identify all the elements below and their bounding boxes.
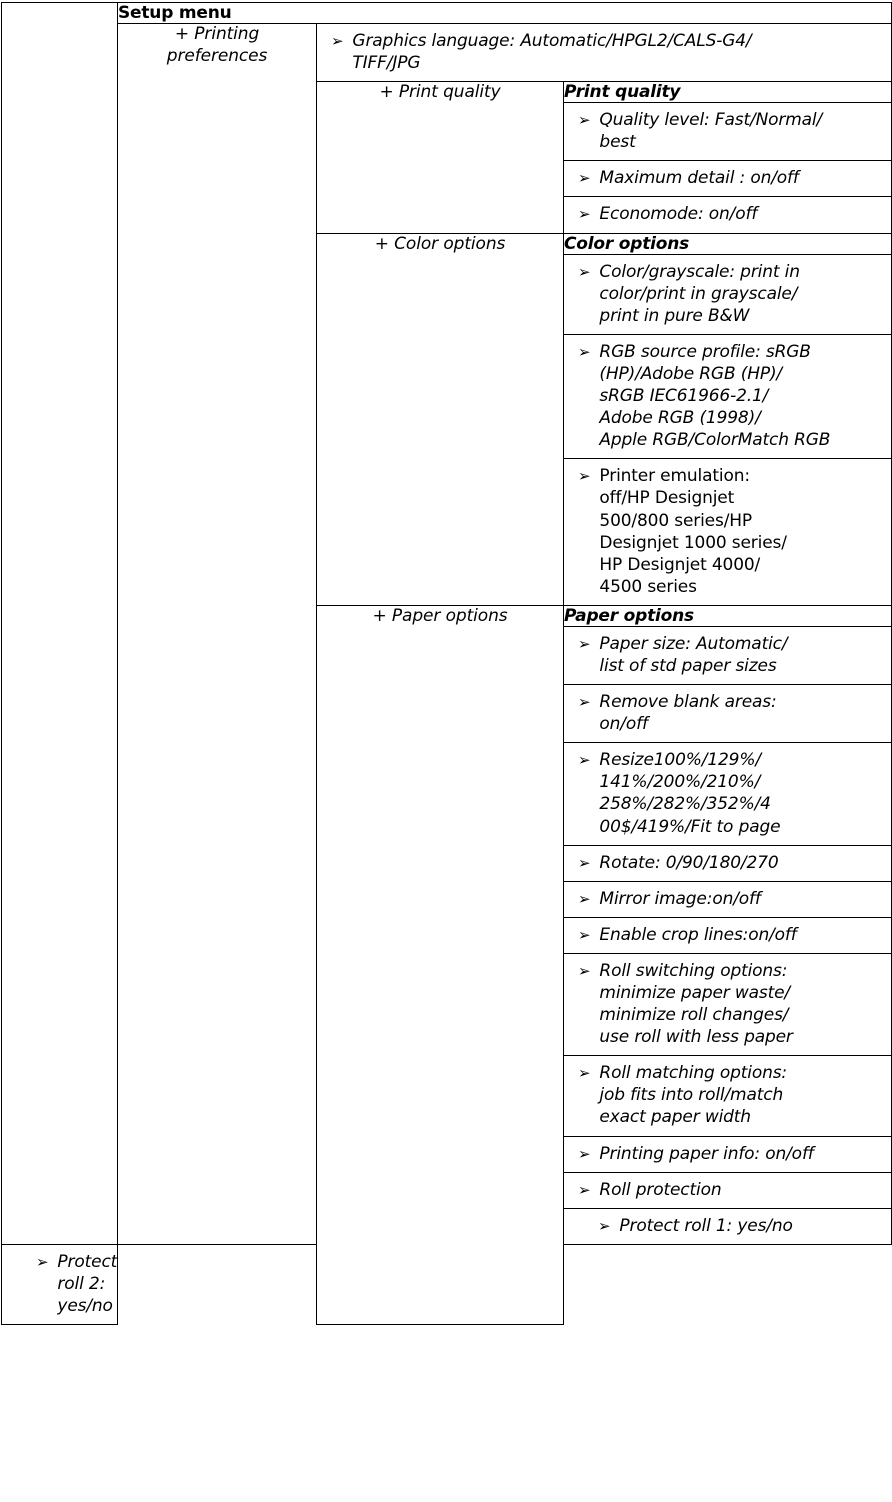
arrowhead-bullet-icon: ➢ (331, 32, 344, 50)
table-row: ➢ Quality level: Fast/Normal/ best (2, 102, 892, 162)
branch-printing-preferences[interactable]: + Printing preferences (117, 23, 317, 1245)
list-item[interactable]: ➢ RGB source profile: sRGB (HP)/Adobe RG… (562, 333, 892, 460)
list-item[interactable]: ➢ Maximum detail : on/off (562, 160, 892, 198)
table-row: ➢ Printing paper info: on/off (2, 1135, 892, 1173)
arrowhead-bullet-icon: ➢ (578, 693, 591, 712)
list-item[interactable]: ➢ Protect roll 2: yes/no (1, 1243, 118, 1326)
table-row: ➢ RGB source profile: sRGB (HP)/Adobe RG… (2, 333, 892, 460)
list-item-label: Enable crop lines:on/off (599, 924, 797, 945)
arrowhead-bullet-icon: ➢ (578, 467, 591, 486)
section-heading-paper-options: Paper options (562, 604, 892, 627)
arrowhead-bullet-icon: ➢ (578, 1064, 591, 1083)
left-spacer-column (1, 2, 118, 1245)
table-header-row: Setup menu (1, 2, 892, 1245)
list-item-label: Mirror image:on/off (599, 888, 761, 909)
setup-menu-table: Setup menu + Printing preferences ➢ Grap… (1, 2, 892, 1326)
list-item-label: Paper size: Automatic/ list of std paper… (599, 633, 788, 676)
arrowhead-bullet-icon: ➢ (578, 961, 591, 980)
list-item[interactable]: ➢ Printing paper info: on/off (562, 1135, 892, 1173)
table-row: ➢ Roll matching options: job fits into r… (2, 1055, 892, 1137)
row-print-quality-heading: + Print quality Print quality (2, 81, 892, 234)
list-item[interactable]: ➢ Economode: on/off (562, 196, 892, 234)
list-item-label: Protect roll 2: yes/no (57, 1251, 118, 1317)
branch-color-options-label: + Color options (374, 233, 506, 254)
arrowhead-bullet-icon: ➢ (578, 169, 591, 188)
table-row: ➢ Maximum detail : on/off (2, 160, 892, 198)
list-item[interactable]: ➢ Enable crop lines:on/off (562, 916, 892, 954)
list-item[interactable]: ➢ Protect roll 1: yes/no (562, 1207, 892, 1245)
list-item[interactable]: ➢ Roll matching options: job fits into r… (562, 1055, 892, 1137)
branch-print-quality-label: + Print quality (379, 82, 501, 103)
list-item-label: Quality level: Fast/Normal/ best (599, 110, 823, 153)
list-item-label: Roll protection (599, 1179, 722, 1200)
list-item-label: Graphics language: Automatic/HPGL2/CALS-… (352, 31, 752, 74)
arrowhead-bullet-icon: ➢ (578, 853, 591, 872)
branch-printing-preferences-label: + Printing preferences (166, 24, 268, 66)
table-row: ➢ Economode: on/off (2, 196, 892, 234)
table-row: ➢ Color/grayscale: print in color/print … (2, 253, 892, 335)
list-item[interactable]: ➢ Color/grayscale: print in color/print … (562, 253, 892, 335)
arrowhead-bullet-icon: ➢ (578, 111, 591, 130)
list-item[interactable]: ➢ Roll switching options: minimize paper… (562, 952, 892, 1057)
branch-print-quality[interactable]: + Print quality (316, 81, 564, 234)
list-item-label: Color/grayscale: print in color/print in… (599, 261, 800, 326)
page-title: Setup menu (116, 2, 892, 24)
table-row: ➢ Mirror image:on/off (2, 880, 892, 918)
list-item-label: Protect roll 1: yes/no (619, 1215, 793, 1236)
table-row: ➢ Protect roll 1: yes/no (2, 1207, 892, 1245)
section-heading-print-quality: Print quality (562, 81, 892, 104)
table-row: ➢ Remove blank areas: on/off (2, 684, 892, 744)
list-item-label: Printer emulation: off/HP Designjet 500/… (599, 466, 787, 597)
arrowhead-bullet-icon: ➢ (578, 634, 591, 653)
list-item-label: Resize100%/129%/ 141%/200%/210%/ 258%/28… (599, 750, 781, 837)
list-item-label: Rotate: 0/90/180/270 (599, 852, 779, 873)
table-row: ➢ Rotate: 0/90/180/270 (2, 844, 892, 882)
list-item-label: Roll matching options: job fits into rol… (599, 1063, 787, 1128)
arrowhead-bullet-icon: ➢ (578, 1180, 591, 1199)
arrowhead-bullet-icon: ➢ (578, 205, 591, 224)
branch-paper-options-label: + Paper options (372, 605, 508, 626)
arrowhead-bullet-icon: ➢ (578, 925, 591, 944)
row-paper-options-heading: + Paper options Paper options (2, 604, 892, 1326)
table-row: ➢ Printer emulation: off/HP Designjet 50… (2, 458, 892, 606)
list-item[interactable]: ➢ Rotate: 0/90/180/270 (562, 844, 892, 882)
branch-color-options[interactable]: + Color options (316, 232, 564, 606)
list-item[interactable]: ➢ Paper size: Automatic/ list of std pap… (562, 625, 892, 686)
arrowhead-bullet-icon: ➢ (578, 1144, 591, 1163)
table-row: ➢ Enable crop lines:on/off (2, 916, 892, 954)
list-item-label: Remove blank areas: on/off (599, 692, 777, 735)
list-item[interactable]: ➢ Remove blank areas: on/off (562, 684, 892, 744)
table-row: ➢ Paper size: Automatic/ list of std pap… (2, 625, 892, 686)
arrowhead-bullet-icon: ➢ (578, 262, 591, 281)
list-item[interactable]: ➢ Graphics language: Automatic/HPGL2/CAL… (315, 22, 892, 83)
list-item-label: Maximum detail : on/off (599, 168, 799, 189)
table-row: ➢ Roll protection (2, 1171, 892, 1209)
row-color-options-heading: + Color options Color options (2, 232, 892, 606)
list-item[interactable]: ➢ Resize100%/129%/ 141%/200%/210%/ 258%/… (562, 742, 892, 846)
arrowhead-bullet-icon: ➢ (578, 342, 591, 361)
arrowhead-bullet-icon: ➢ (578, 889, 591, 908)
arrowhead-bullet-icon: ➢ (36, 1252, 49, 1271)
table-row: ➢ Roll switching options: minimize paper… (2, 952, 892, 1057)
list-item[interactable]: ➢ Mirror image:on/off (562, 880, 892, 918)
list-item[interactable]: ➢ Roll protection (562, 1171, 892, 1209)
list-item[interactable]: ➢ Quality level: Fast/Normal/ best (562, 102, 892, 162)
list-item-label: RGB source profile: sRGB (HP)/Adobe RGB … (599, 341, 831, 451)
branch-paper-options[interactable]: + Paper options (316, 604, 564, 1326)
table-row: ➢ Resize100%/129%/ 141%/200%/210%/ 258%/… (2, 742, 892, 846)
list-item-label: Printing paper info: on/off (599, 1143, 814, 1164)
arrowhead-bullet-icon: ➢ (578, 751, 591, 770)
list-item-label: Economode: on/off (599, 204, 758, 225)
row-graphics-language: + Printing preferences ➢ Graphics langua… (2, 22, 892, 1245)
list-item[interactable]: ➢ Printer emulation: off/HP Designjet 50… (562, 458, 892, 606)
section-heading-color-options: Color options (562, 232, 892, 255)
arrowhead-bullet-icon: ➢ (598, 1216, 611, 1235)
list-item-label: Roll switching options: minimize paper w… (599, 960, 793, 1048)
table-row: ➢ Protect roll 2: yes/no (1, 1243, 892, 1326)
